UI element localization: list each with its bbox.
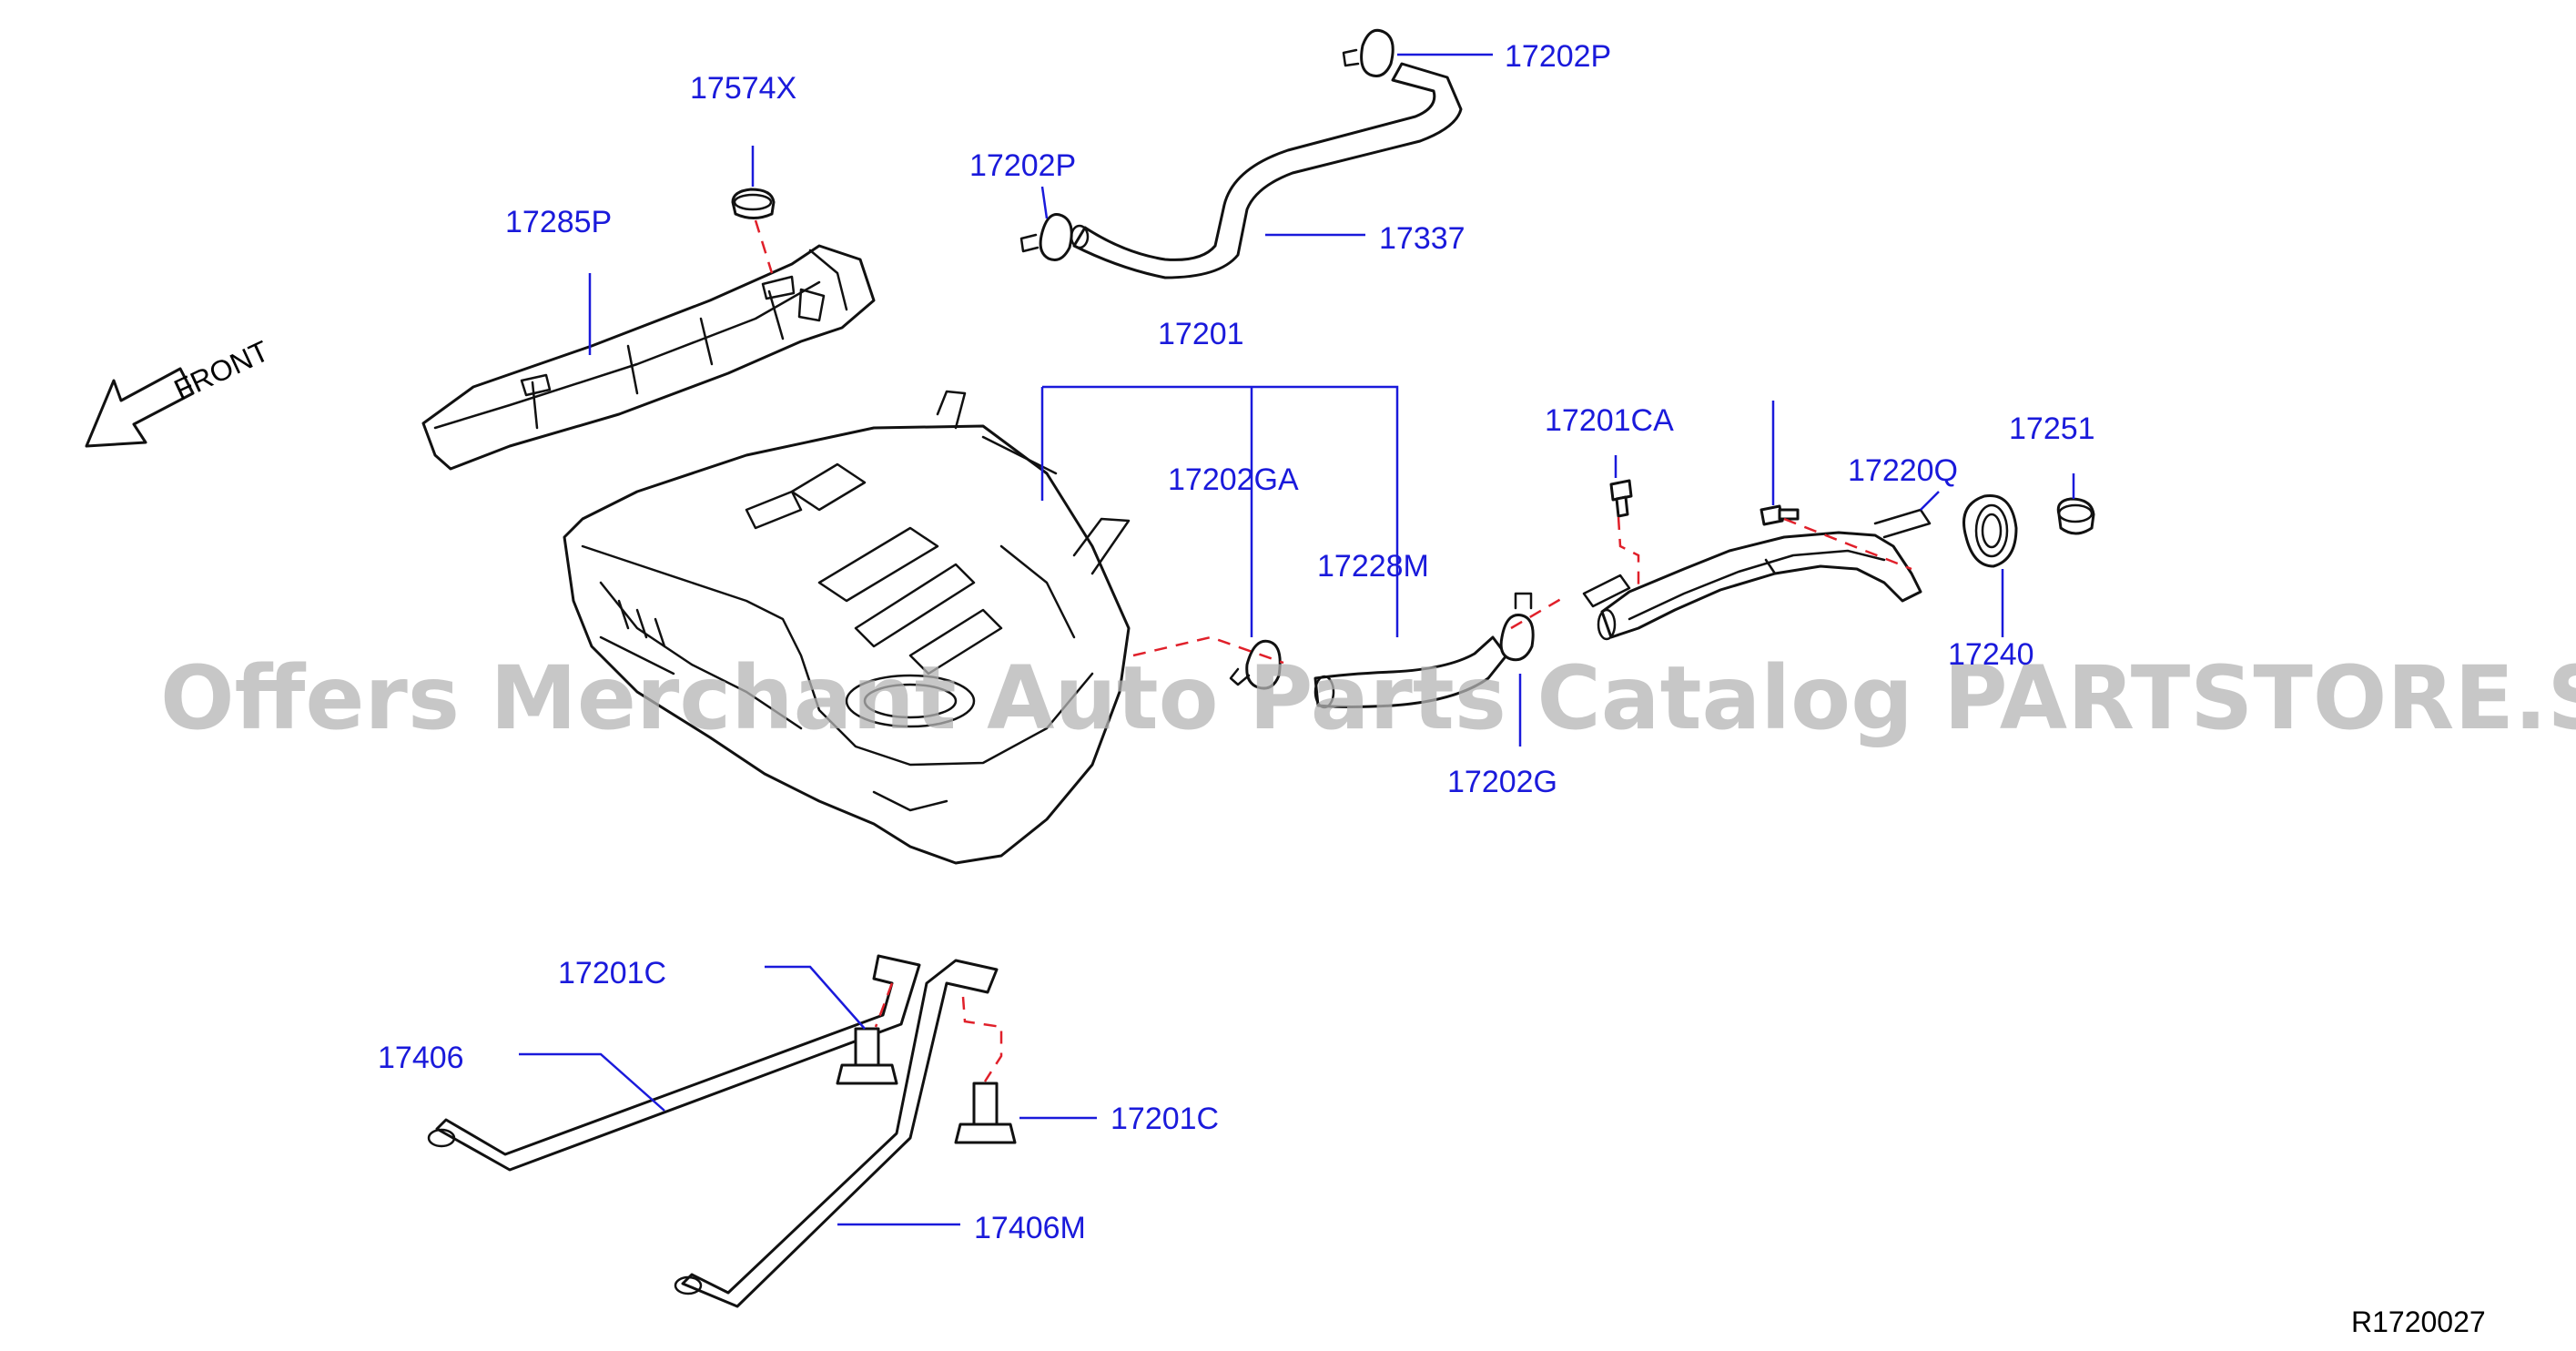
label-17201ca[interactable]: 17201CA [1545, 403, 1674, 438]
front-label: FRONT [169, 334, 274, 406]
label-17201[interactable]: 17201 [1158, 317, 1244, 351]
label-17201c-left[interactable]: 17201C [558, 956, 666, 990]
label-17285p[interactable]: 17285P [505, 205, 612, 239]
bolt-filler-tube-part[interactable] [1760, 504, 1800, 526]
label-17406[interactable]: 17406 [378, 1041, 464, 1075]
filler-tube-part[interactable] [1582, 508, 1932, 641]
fuel-cap-part[interactable] [2056, 497, 2095, 535]
heat-shield-part[interactable] [421, 244, 876, 471]
hose-clamp-17202p-top-part[interactable] [1342, 28, 1394, 77]
hose-clamp-17202g-part[interactable] [1499, 592, 1535, 662]
label-17202p-left[interactable]: 17202P [969, 148, 1076, 183]
bolt-17201ca-part[interactable] [1609, 479, 1633, 518]
filler-neck-part[interactable] [1962, 493, 2018, 568]
leader-lines [519, 53, 2075, 1226]
filler-hose-part[interactable] [1313, 635, 1508, 709]
label-17202g[interactable]: 17202G [1447, 765, 1557, 799]
label-17202p-top[interactable]: 17202P [1505, 39, 1611, 74]
hose-clamp-17202p-left-part[interactable] [1019, 213, 1073, 261]
label-17202ga[interactable]: 17202GA [1168, 462, 1299, 497]
front-arrow-icon [85, 367, 195, 448]
label-17228m[interactable]: 17228M [1317, 549, 1429, 584]
label-17240[interactable]: 17240 [1948, 637, 2034, 672]
diagram-reference: R1720027 [2351, 1305, 2486, 1338]
bolt-17201c-right-part[interactable] [954, 1082, 1017, 1144]
tank-strap-17406m-part[interactable] [674, 959, 999, 1308]
hose-clamp-17202ga-part[interactable] [1229, 639, 1282, 690]
fuel-tank-part[interactable] [563, 390, 1131, 865]
tank-strap-17406-part[interactable] [427, 954, 921, 1172]
bolt-17201c-left-part[interactable] [836, 1027, 898, 1085]
label-17201c-right[interactable]: 17201C [1111, 1102, 1219, 1136]
label-17251[interactable]: 17251 [2009, 411, 2095, 446]
label-17574x[interactable]: 17574X [690, 71, 796, 106]
assembly-dashes [754, 219, 1912, 1082]
label-17337[interactable]: 17337 [1379, 221, 1465, 256]
label-17220q[interactable]: 17220Q [1848, 453, 1958, 488]
label-17406m[interactable]: 17406M [974, 1211, 1086, 1245]
watermark-text: Offers Merchant Auto Parts Catalog PARTS… [160, 647, 2576, 749]
grommet-part[interactable] [731, 188, 776, 219]
